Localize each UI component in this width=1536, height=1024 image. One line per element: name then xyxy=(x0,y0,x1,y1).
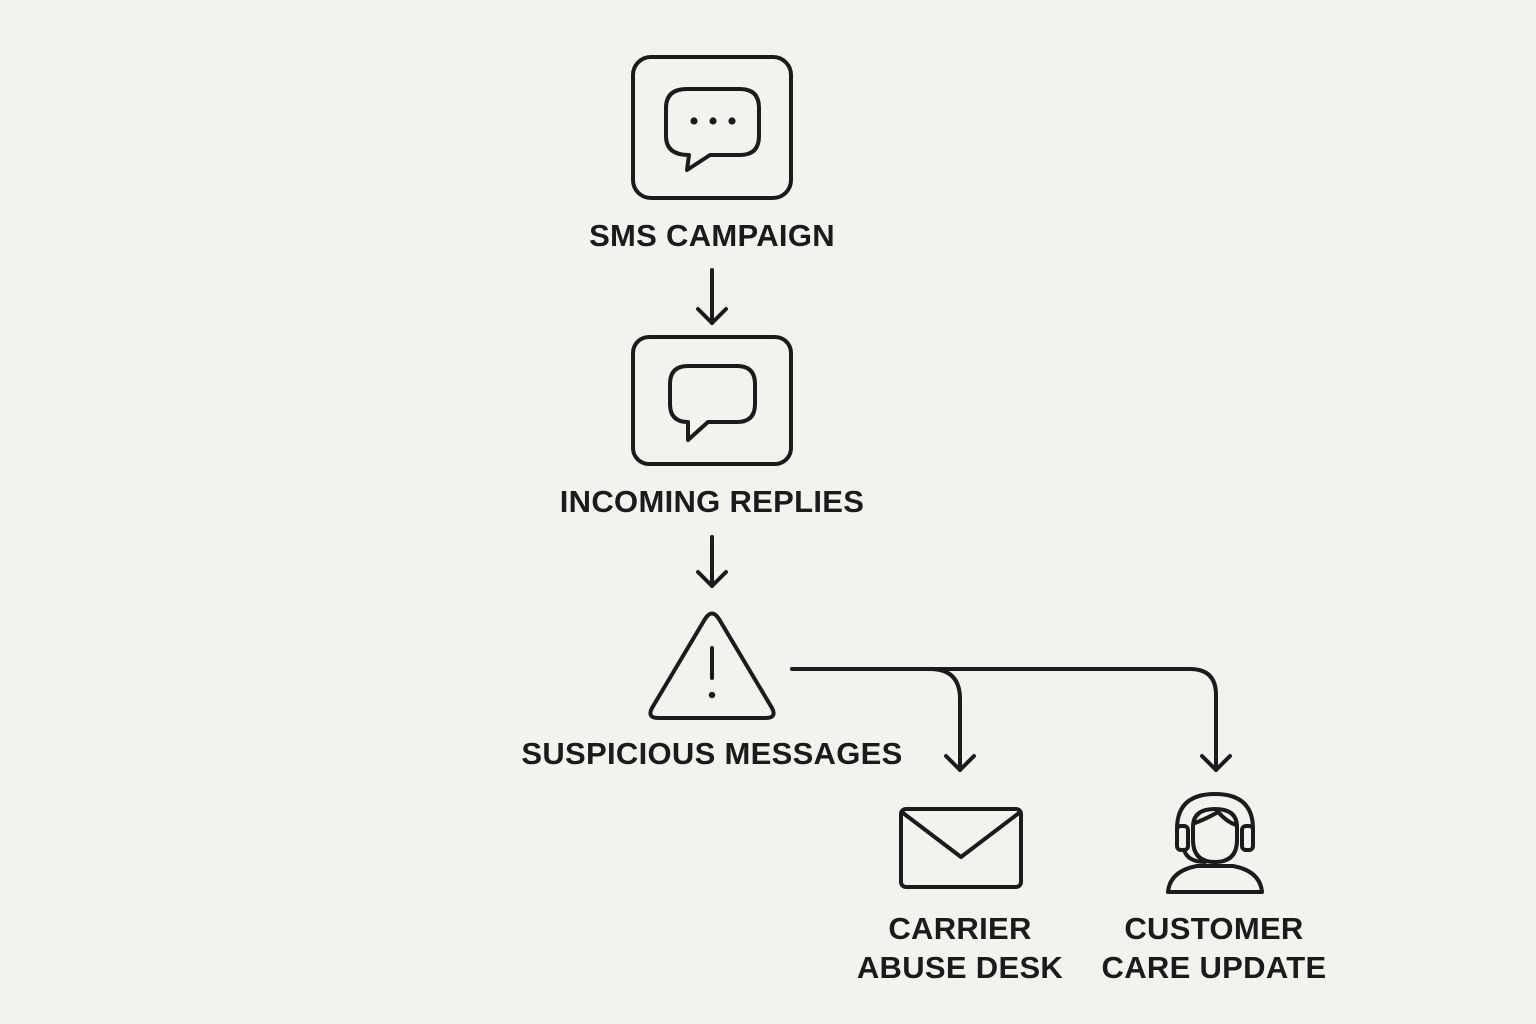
customer-care-node-icon xyxy=(1166,792,1264,894)
sms-campaign-icon-frame xyxy=(631,55,793,200)
chat-bubble-dots-icon xyxy=(664,87,761,172)
envelope-flap-icon xyxy=(901,811,1021,859)
customer-care-update-label-line2: CARE UPDATE xyxy=(1101,950,1327,985)
connector-to-carrier-abuse xyxy=(928,667,962,772)
agent-head-icon xyxy=(1191,807,1239,864)
carrier-abuse-desk-label: CARRIER ABUSE DESK xyxy=(830,909,1090,987)
connector-to-customer-care xyxy=(790,667,1218,772)
arrow-sms-to-replies xyxy=(696,268,728,325)
incoming-replies-node-icon xyxy=(631,335,793,466)
incoming-replies-icon-frame xyxy=(631,335,793,466)
carrier-abuse-desk-node-icon xyxy=(899,807,1023,889)
headset-mic-arm-icon xyxy=(1182,848,1207,864)
carrier-abuse-desk-label-line2: ABUSE DESK xyxy=(856,950,1064,985)
agent-shoulders-icon xyxy=(1166,864,1264,894)
chat-dot-icon xyxy=(728,117,736,125)
customer-care-update-label-line1: CUSTOMER xyxy=(1124,911,1304,946)
incoming-replies-label: INCOMING REPLIES xyxy=(559,484,865,519)
customer-care-update-label: CUSTOMER CARE UPDATE xyxy=(1074,909,1354,987)
carrier-abuse-desk-label-line1: CARRIER xyxy=(888,911,1032,946)
warning-triangle-icon xyxy=(648,611,776,720)
sms-campaign-label: SMS CAMPAIGN xyxy=(589,218,835,253)
arrowhead-carrier-abuse xyxy=(944,754,976,772)
arrow-replies-to-suspicious xyxy=(696,535,728,588)
chat-dot-icon xyxy=(709,117,717,125)
agent-hair-icon xyxy=(1193,810,1238,827)
headset-band-icon xyxy=(1175,792,1255,831)
envelope-icon xyxy=(899,807,1023,889)
headset-right-ear-icon xyxy=(1240,824,1255,852)
branch-connector xyxy=(790,667,1232,772)
suspicious-messages-node-icon xyxy=(648,611,776,720)
exclamation-dot-icon xyxy=(708,691,716,699)
chat-dot-icon xyxy=(690,117,698,125)
headset-left-ear-icon xyxy=(1175,824,1190,852)
sms-campaign-node-icon xyxy=(631,55,793,200)
chat-bubble-icon xyxy=(668,364,757,442)
suspicious-messages-label: SUSPICIOUS MESSAGES xyxy=(521,736,903,771)
arrowhead-customer-care xyxy=(1200,754,1232,772)
